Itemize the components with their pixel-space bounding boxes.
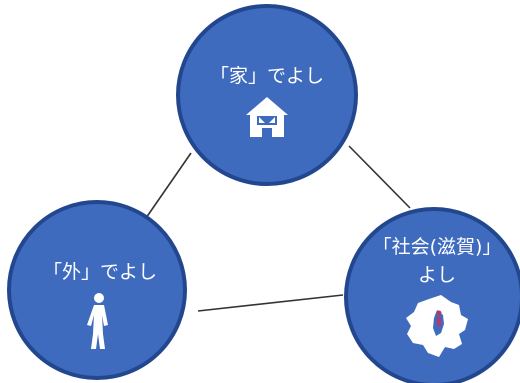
shiga-map-icon <box>406 295 468 357</box>
house-icon <box>246 97 288 137</box>
walking-person-icon <box>87 293 108 349</box>
connector-home-outside <box>145 152 192 219</box>
node-society-circle <box>344 207 520 383</box>
connector-home-society <box>348 145 411 209</box>
node-society-label-line-2: よし <box>418 264 456 286</box>
node-society-label-line-1: 「社会(滋賀)」 <box>373 236 502 258</box>
node-home: 「家」でよし <box>176 4 358 186</box>
connector-outside-society <box>197 294 344 312</box>
node-home-label: 「家」でよし <box>210 65 324 87</box>
node-outside-label: 「外」でよし <box>43 261 157 283</box>
node-outside: 「外」でよし <box>7 200 187 380</box>
node-home-circle <box>176 4 358 186</box>
node-society: 「社会(滋賀)」 よし <box>344 207 520 383</box>
node-outside-circle <box>7 200 187 380</box>
